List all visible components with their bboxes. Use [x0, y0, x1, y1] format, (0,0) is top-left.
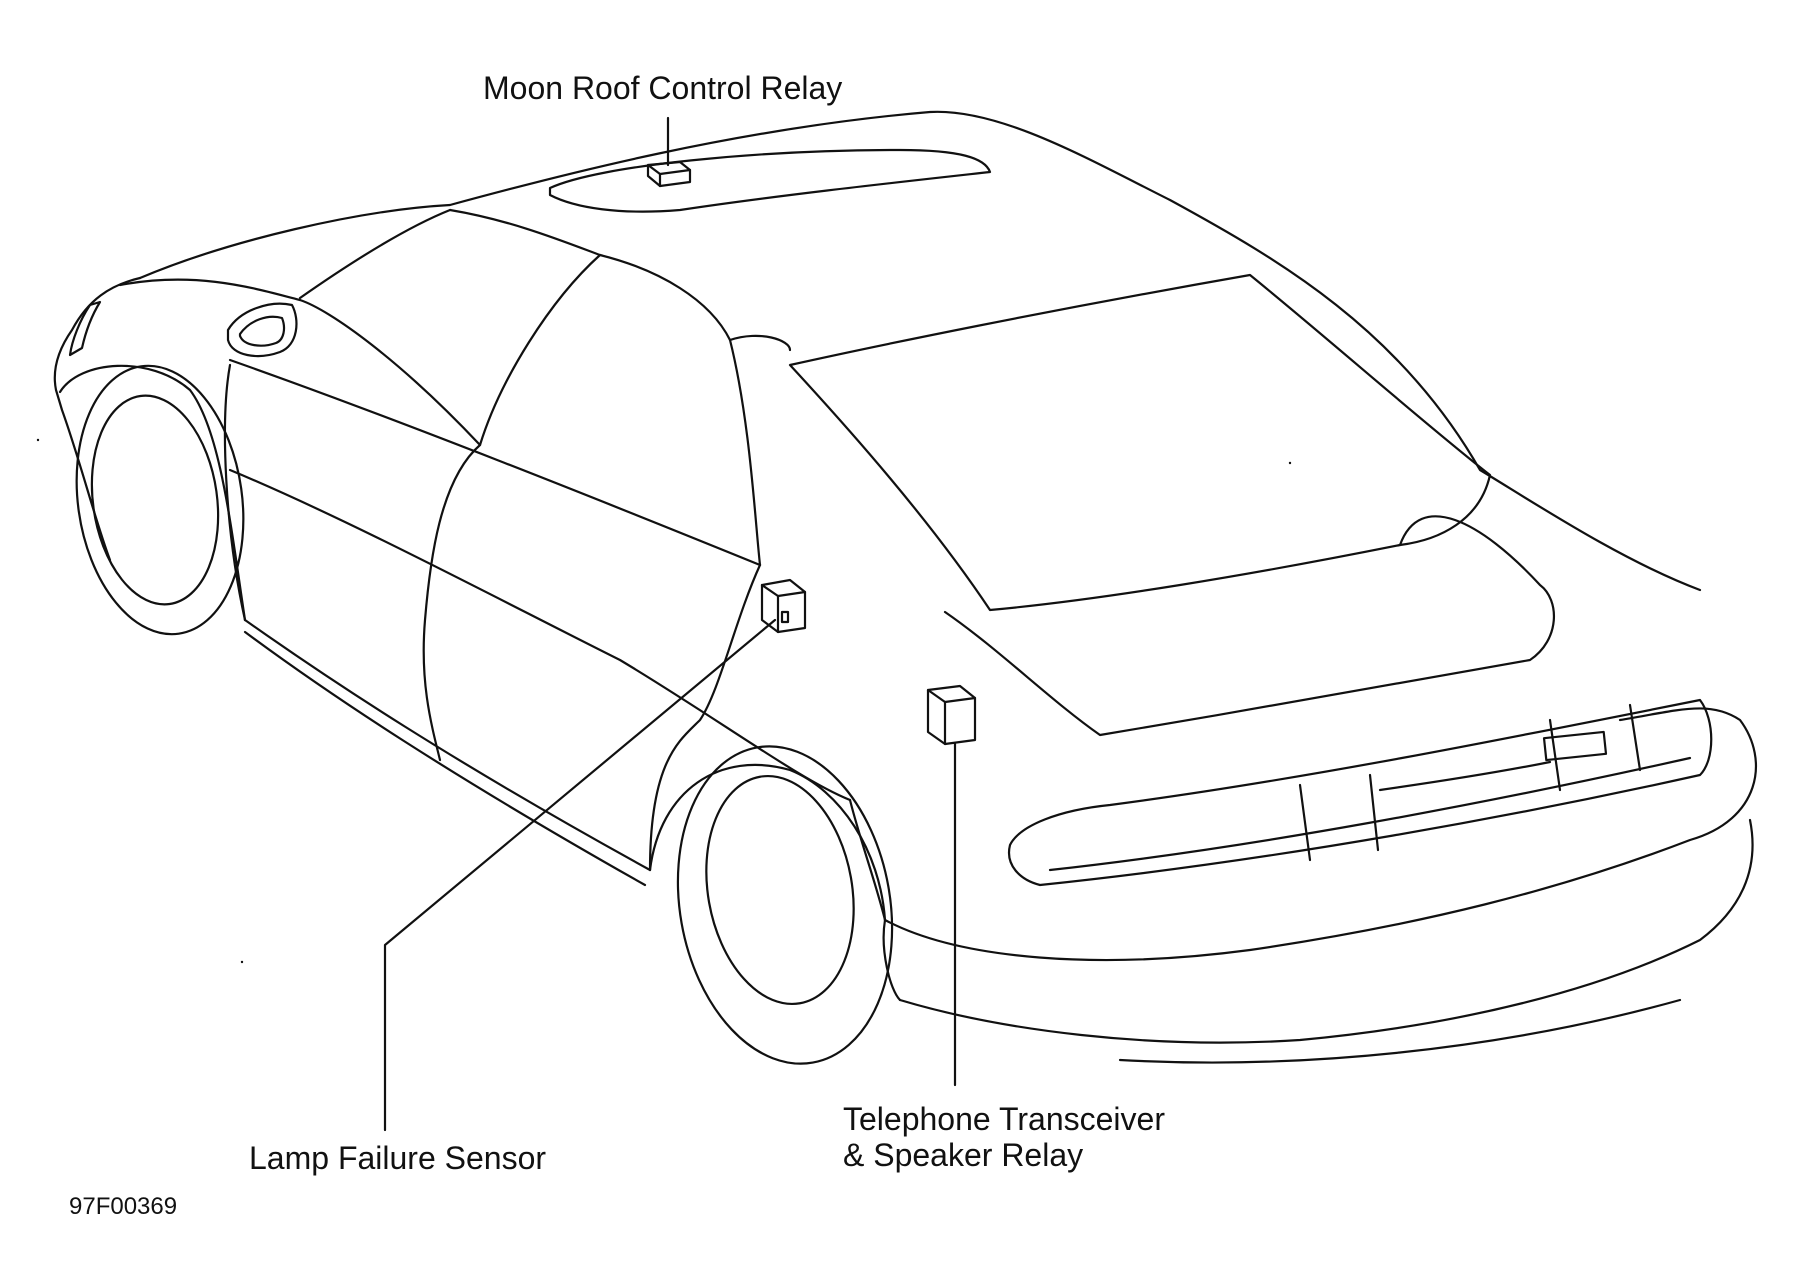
telephone-transceiver-label: Telephone Transceiver & Speaker Relay [843, 1101, 1165, 1173]
tail-light-div2 [1368, 773, 1380, 852]
moon-roof-control-relay-label: Moon Roof Control Relay [483, 70, 843, 106]
scan-speck [1288, 461, 1292, 465]
rocker-panel [243, 618, 652, 872]
c-pillar [728, 334, 792, 352]
tail-light-div4 [1628, 703, 1642, 772]
rear-reflector [1542, 730, 1608, 762]
belt-line [228, 358, 762, 567]
moon-roof-relay-box [646, 160, 692, 188]
rocker-panel-lower [243, 630, 647, 887]
front-headlight [68, 300, 102, 357]
tail-light-inner [1048, 756, 1692, 872]
front-end [53, 276, 142, 562]
moon-roof-panel [548, 148, 992, 213]
telephone-transceiver-label-line1: Telephone Transceiver [843, 1101, 1165, 1137]
scan-speck [36, 438, 40, 442]
lamp-failure-sensor-label: Lamp Failure Sensor [249, 1140, 547, 1176]
rear-door-window [598, 253, 762, 567]
side-mirror [226, 302, 298, 358]
lamp-failure-leader [383, 618, 777, 1132]
windshield-edge [448, 208, 602, 257]
rear-fascia-side [848, 798, 887, 922]
front-door-edge [223, 363, 247, 622]
front-door-window [298, 253, 602, 447]
rear-wheel [676, 745, 894, 1065]
lamp-failure-sensor-box [760, 578, 807, 634]
door-split [422, 443, 482, 762]
front-wheel [75, 364, 245, 636]
rear-fascia-left [882, 918, 902, 1002]
front-fender-line [118, 278, 302, 302]
rear-bumper [883, 707, 1758, 962]
telephone-relay-box [926, 684, 977, 746]
license-plate-recess [1378, 760, 1552, 792]
tail-light-div3 [1548, 718, 1562, 792]
rear-door-edge [648, 563, 762, 872]
tail-light-band [1007, 698, 1713, 887]
rear-bumper-bottom [1118, 998, 1682, 1064]
rear-bumper-lower [898, 818, 1754, 1044]
car-body [53, 110, 1758, 1064]
a-pillar [298, 208, 452, 300]
rear-wheel-arch [648, 763, 887, 922]
tail-light-div1 [1298, 783, 1312, 862]
scan-speck [240, 960, 244, 964]
front-wheel-arch [58, 364, 247, 622]
roof-outline [138, 110, 1702, 592]
rear-window [788, 273, 1492, 612]
trunk-lid [943, 515, 1556, 737]
telephone-transceiver-label-line2: & Speaker Relay [843, 1137, 1084, 1173]
side-lower-line [228, 468, 852, 802]
figure-id: 97F00369 [69, 1193, 178, 1220]
